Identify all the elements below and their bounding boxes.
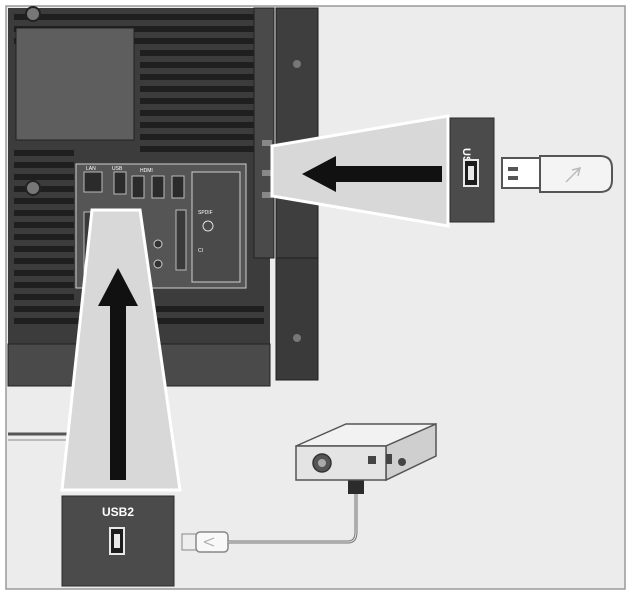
callout-usb2-label: USB2 xyxy=(102,505,134,519)
usb-flash-drive-icon xyxy=(501,155,613,193)
arrow-up-icon xyxy=(98,268,138,480)
callout-usb2: USB2 xyxy=(61,495,175,587)
audio-jack-icon xyxy=(153,239,163,249)
arrow-left-icon xyxy=(302,156,442,192)
panel-label-lan: LAN xyxy=(86,166,96,172)
hdmi-port xyxy=(131,175,145,199)
usb-port-panel xyxy=(113,171,127,195)
panel-label-ci: CI xyxy=(198,248,203,254)
back-plate xyxy=(15,27,135,141)
usb-cable-plug-icon xyxy=(181,531,229,553)
ci-slot xyxy=(191,171,241,283)
panel-label-hdmi: HDMI xyxy=(140,168,153,174)
panel-label-spdif: SPDIF xyxy=(198,210,213,216)
tv-side-view xyxy=(262,7,319,381)
usb-port-icon xyxy=(368,456,376,464)
callout-usb1: USB1 xyxy=(449,117,495,223)
audio-jack-icon xyxy=(153,259,163,269)
panel-label-usb: USB xyxy=(112,166,123,172)
hdmi-port xyxy=(151,175,165,199)
screw-icon xyxy=(293,334,301,342)
tv-side-strip xyxy=(253,7,275,259)
external-hard-drive-icon xyxy=(295,422,437,482)
spdif-port-icon xyxy=(202,220,214,232)
screw-icon xyxy=(25,6,41,22)
hdmi-port xyxy=(171,175,185,199)
screw-icon xyxy=(293,60,301,68)
screw-icon xyxy=(25,180,41,196)
